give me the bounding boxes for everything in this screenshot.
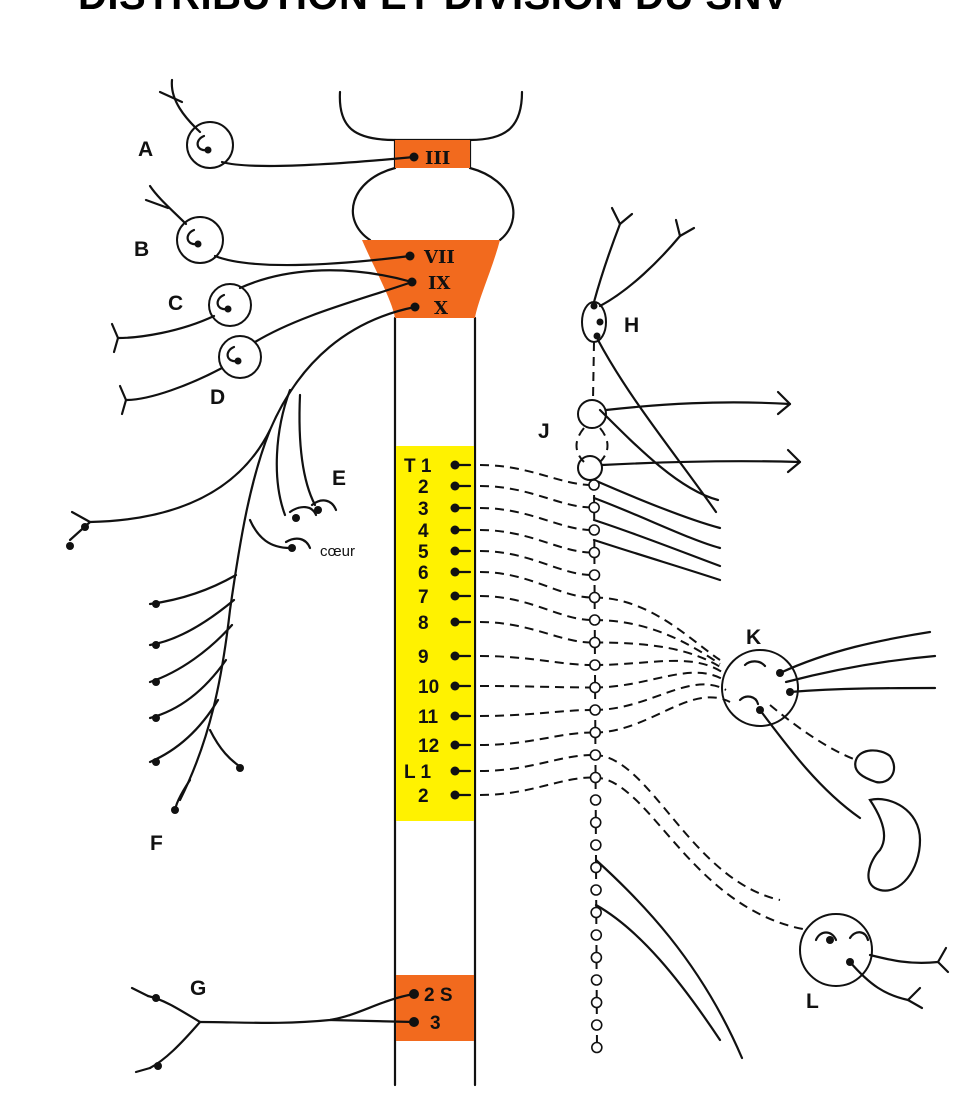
segment-label: 6 bbox=[418, 563, 429, 584]
chain-ganglion bbox=[591, 818, 601, 828]
preganglionic-fiber bbox=[480, 710, 592, 716]
chain-ganglion bbox=[590, 773, 600, 783]
chain-ganglion bbox=[589, 525, 599, 535]
chain-ganglion bbox=[591, 908, 601, 918]
chain-ganglion bbox=[591, 930, 601, 940]
segment-VII: VII bbox=[423, 247, 455, 268]
label-L: L bbox=[806, 990, 819, 1013]
splanchnic-fiber bbox=[594, 684, 726, 710]
chain-trunk bbox=[594, 480, 597, 1050]
segment-label: 9 bbox=[418, 647, 429, 668]
preganglionic-fiber bbox=[480, 572, 592, 598]
preganglionic-fiber bbox=[480, 622, 592, 643]
label-E: E bbox=[332, 467, 346, 490]
label-K: K bbox=[746, 626, 761, 649]
segment-label: 8 bbox=[418, 613, 429, 634]
chain-ganglion bbox=[592, 1043, 602, 1053]
chain-ganglion bbox=[591, 795, 601, 805]
label-B: B bbox=[134, 238, 149, 261]
segment-label: 12 bbox=[418, 736, 439, 757]
segment-3: 3 bbox=[430, 1013, 441, 1034]
preganglionic-fiber bbox=[480, 733, 592, 746]
chain-ganglion bbox=[591, 953, 601, 963]
chain-ganglion bbox=[590, 615, 600, 625]
segment-IX: IX bbox=[428, 273, 450, 294]
ganglion-D bbox=[120, 282, 412, 414]
preganglionic-fiber bbox=[480, 530, 592, 553]
chain-ganglion bbox=[590, 638, 600, 648]
sacral-nerves-G bbox=[132, 988, 414, 1072]
preganglionic-fiber bbox=[480, 596, 592, 620]
preganglionic-fiber bbox=[480, 755, 592, 771]
segment-label: 2 bbox=[418, 477, 429, 498]
chain-ganglion bbox=[589, 480, 599, 490]
chain-ganglion bbox=[591, 840, 601, 850]
vagus-nerve-branches bbox=[66, 307, 415, 814]
chain-ganglion bbox=[589, 570, 599, 580]
splanchnic-fiber bbox=[594, 661, 722, 672]
ganglion-A bbox=[160, 80, 414, 168]
segment-label: 3 bbox=[418, 499, 429, 520]
preganglionic-fiber bbox=[480, 656, 592, 665]
preganglionic-fiber bbox=[480, 778, 592, 796]
segment-label: 4 bbox=[418, 521, 429, 542]
segment-III: III bbox=[425, 148, 450, 169]
segment-X: X bbox=[434, 298, 448, 319]
chain-ganglion bbox=[592, 1020, 602, 1030]
ganglion-C bbox=[112, 270, 412, 352]
splanchnic-fiber bbox=[594, 755, 780, 900]
segment-2S: 2 S bbox=[424, 985, 453, 1006]
preganglionic-fiber bbox=[480, 551, 592, 575]
chain-ganglion bbox=[592, 998, 602, 1008]
segment-label: 11 bbox=[418, 707, 439, 728]
chain-ganglion bbox=[590, 705, 600, 715]
ganglion-L bbox=[596, 860, 948, 1058]
chain-ganglion bbox=[590, 750, 600, 760]
splanchnic-fiber bbox=[594, 778, 808, 931]
segment-label: 10 bbox=[418, 677, 439, 698]
segment-label: T 1 bbox=[404, 456, 432, 477]
chain-ganglion bbox=[590, 683, 600, 693]
chain-ganglion bbox=[589, 503, 599, 513]
splanchnic-fiber bbox=[594, 598, 720, 661]
splanchnic-fiber bbox=[594, 697, 730, 732]
segment-label: 2 bbox=[418, 786, 429, 807]
label-F: F bbox=[150, 832, 163, 855]
label-D: D bbox=[210, 386, 225, 409]
chain-ganglion bbox=[591, 885, 601, 895]
chain-ganglion bbox=[589, 548, 599, 558]
preganglionic-fiber bbox=[480, 465, 592, 485]
chain-ganglia bbox=[480, 465, 808, 1053]
preganglionic-fiber bbox=[480, 486, 592, 508]
segment-label: 7 bbox=[418, 587, 429, 608]
splanchnic-fiber bbox=[594, 673, 724, 688]
label-J: J bbox=[538, 420, 550, 443]
chain-ganglion bbox=[590, 728, 600, 738]
sympathetic-chain bbox=[577, 208, 801, 580]
label-H: H bbox=[624, 314, 639, 337]
preganglionic-fiber bbox=[480, 508, 592, 530]
ganglion-K bbox=[722, 632, 935, 891]
chain-ganglion bbox=[592, 975, 602, 985]
segment-label: L 1 bbox=[404, 762, 432, 783]
label-G: G bbox=[190, 977, 206, 1000]
label-A: A bbox=[138, 138, 153, 161]
label-C: C bbox=[168, 292, 183, 315]
segment-label: 5 bbox=[418, 542, 429, 563]
chain-ganglion bbox=[590, 660, 600, 670]
preganglionic-fiber bbox=[480, 686, 592, 688]
chain-ganglion bbox=[590, 593, 600, 603]
label-coeur: cœur bbox=[320, 543, 355, 560]
